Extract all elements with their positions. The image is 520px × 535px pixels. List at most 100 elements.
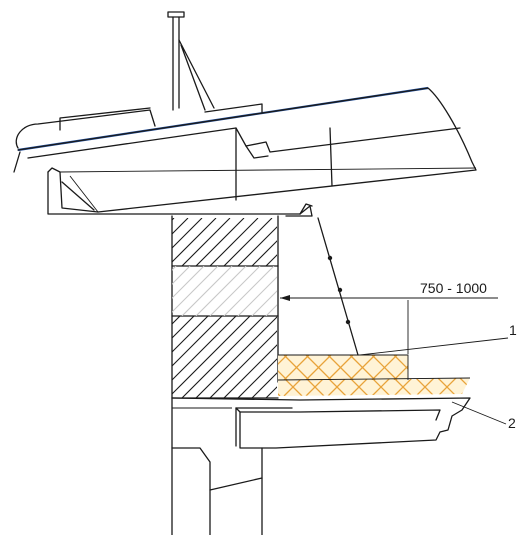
hatch-line <box>336 218 384 266</box>
hatch-line <box>42 266 92 316</box>
chimney-pipe <box>167 11 215 111</box>
insulation-hatch <box>482 378 500 396</box>
hatch-line <box>0 266 50 316</box>
hatch-line <box>28 316 110 398</box>
hatch-line <box>84 218 132 266</box>
insulation-hatch <box>305 355 332 380</box>
hatch-line <box>490 266 520 316</box>
hatch-line <box>434 218 482 266</box>
insulation-hatch <box>283 378 303 396</box>
insulation-hatch <box>305 378 325 396</box>
hatch-line <box>14 266 64 316</box>
hatch-line <box>392 218 440 266</box>
hatch-line <box>0 218 34 266</box>
hatch-line <box>98 266 148 316</box>
hatch-line <box>364 266 414 316</box>
hatch-line <box>70 218 118 266</box>
hatch-line <box>181 266 233 316</box>
hatch-line <box>378 218 426 266</box>
hatch-line <box>490 218 520 266</box>
hatch-line <box>0 316 68 398</box>
hatch-line <box>462 218 510 266</box>
hatch-line <box>504 218 520 266</box>
insulation-hatch <box>327 355 354 380</box>
hatch-line <box>181 218 231 266</box>
hatch-line <box>172 316 251 395</box>
hatch-line <box>308 266 358 316</box>
hatch-line <box>112 266 162 316</box>
hatch-line <box>251 372 277 398</box>
insulation-hatch <box>240 355 265 380</box>
hatch-line <box>172 316 195 339</box>
hatch-line <box>0 218 20 266</box>
hatch-line <box>0 316 82 398</box>
chain-line <box>317 217 359 356</box>
hatch-line <box>42 218 90 266</box>
hatch-line <box>14 218 62 266</box>
hatch-line <box>294 266 344 316</box>
hatch-line <box>0 266 22 316</box>
roof-assembly <box>13 86 477 217</box>
hatch-line <box>420 218 468 266</box>
insulation-hatch <box>416 355 441 380</box>
insulation-hatch <box>283 355 310 380</box>
hatch-line <box>237 276 277 316</box>
insulation-hatch <box>438 355 463 380</box>
hatch-line <box>172 316 181 325</box>
hatch-line <box>172 316 209 353</box>
hatch-line <box>223 218 273 266</box>
hatch-line <box>237 226 277 266</box>
insulation-hatch <box>460 355 485 380</box>
hatch-line <box>28 218 76 266</box>
insulation-hatch <box>278 355 288 380</box>
insulation-hatch <box>437 378 457 396</box>
hatch-line <box>84 266 134 316</box>
hatch-line <box>209 218 259 266</box>
hatch-line <box>56 266 106 316</box>
hatch-line <box>14 316 96 398</box>
hatch-line <box>336 266 386 316</box>
hatch-line <box>322 266 372 316</box>
masonry-wall <box>0 215 520 535</box>
hatch-line <box>265 254 277 266</box>
hatch-line <box>406 218 454 266</box>
hatch-line <box>251 240 277 266</box>
slab-sill <box>171 397 471 535</box>
callout-2-label: 2 <box>508 415 516 431</box>
hatch-line <box>209 266 261 316</box>
hatch-line <box>504 266 520 316</box>
hatch-line <box>195 218 245 266</box>
insulation-hatch <box>278 355 288 380</box>
dimension-label: 750 - 1000 <box>420 280 487 296</box>
hatch-line <box>350 218 398 266</box>
hatch-line <box>42 316 124 398</box>
hatch-line <box>265 304 277 316</box>
insulation-hatch <box>438 355 463 380</box>
hatch-line <box>172 316 237 381</box>
hatch-line <box>172 266 177 271</box>
insulation-hatch <box>504 378 520 396</box>
insulation-hatch <box>349 355 376 380</box>
hatch-line <box>294 218 342 266</box>
callout-1: 1 <box>359 322 517 356</box>
insulation-hatch <box>371 355 398 380</box>
insulation-hatch <box>416 355 441 380</box>
hatch-line <box>28 266 78 316</box>
hatch-line <box>195 316 277 398</box>
hatch-line <box>280 266 330 316</box>
callout-1-label: 1 <box>509 322 517 338</box>
insulation-hatch <box>393 378 413 396</box>
insulation-hatch <box>349 378 369 396</box>
insulation-hatch <box>415 378 435 396</box>
hatch-line <box>448 218 496 266</box>
insulation-hatch <box>371 378 391 396</box>
insulation-hatch <box>460 355 485 380</box>
hatch-line <box>237 358 277 398</box>
insulation-hatch <box>504 378 520 396</box>
hatch-line <box>223 344 277 398</box>
hatch-line <box>476 218 520 266</box>
hatch-line <box>56 218 104 266</box>
hatch-line <box>195 266 247 316</box>
